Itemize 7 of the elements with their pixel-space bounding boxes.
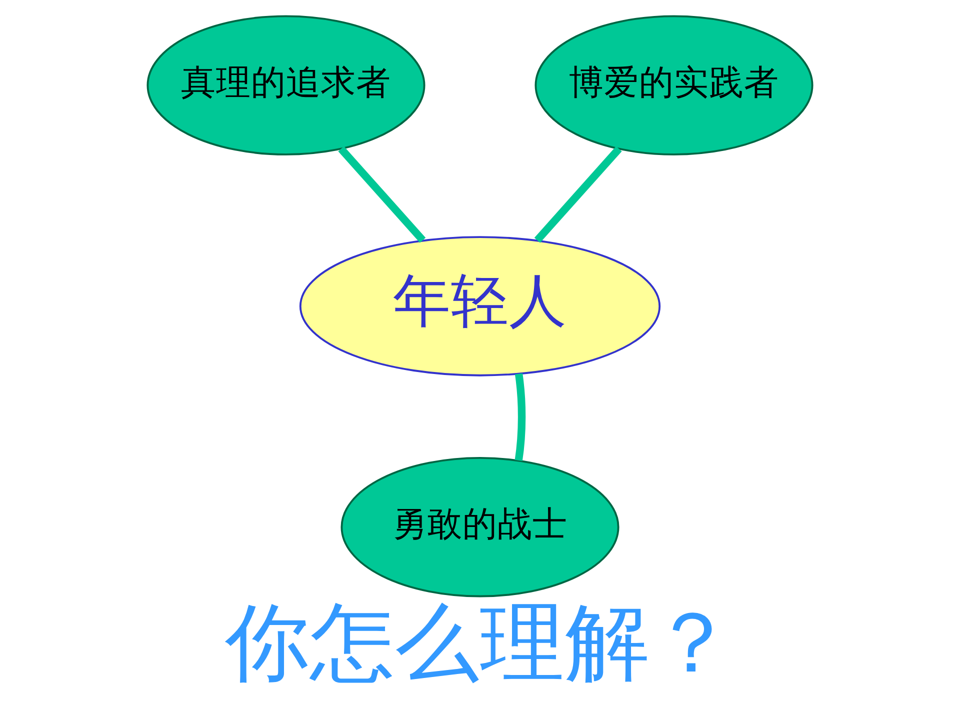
- connector: [338, 146, 426, 243]
- connector: [534, 146, 622, 243]
- node-ellipse: 真理的追求者: [146, 15, 426, 156]
- connector: [514, 373, 526, 461]
- node-ellipse: 年轻人: [299, 236, 661, 376]
- node-ellipse: 勇敢的战士: [340, 457, 620, 598]
- node-ellipse: 博爱的实践者: [534, 15, 814, 156]
